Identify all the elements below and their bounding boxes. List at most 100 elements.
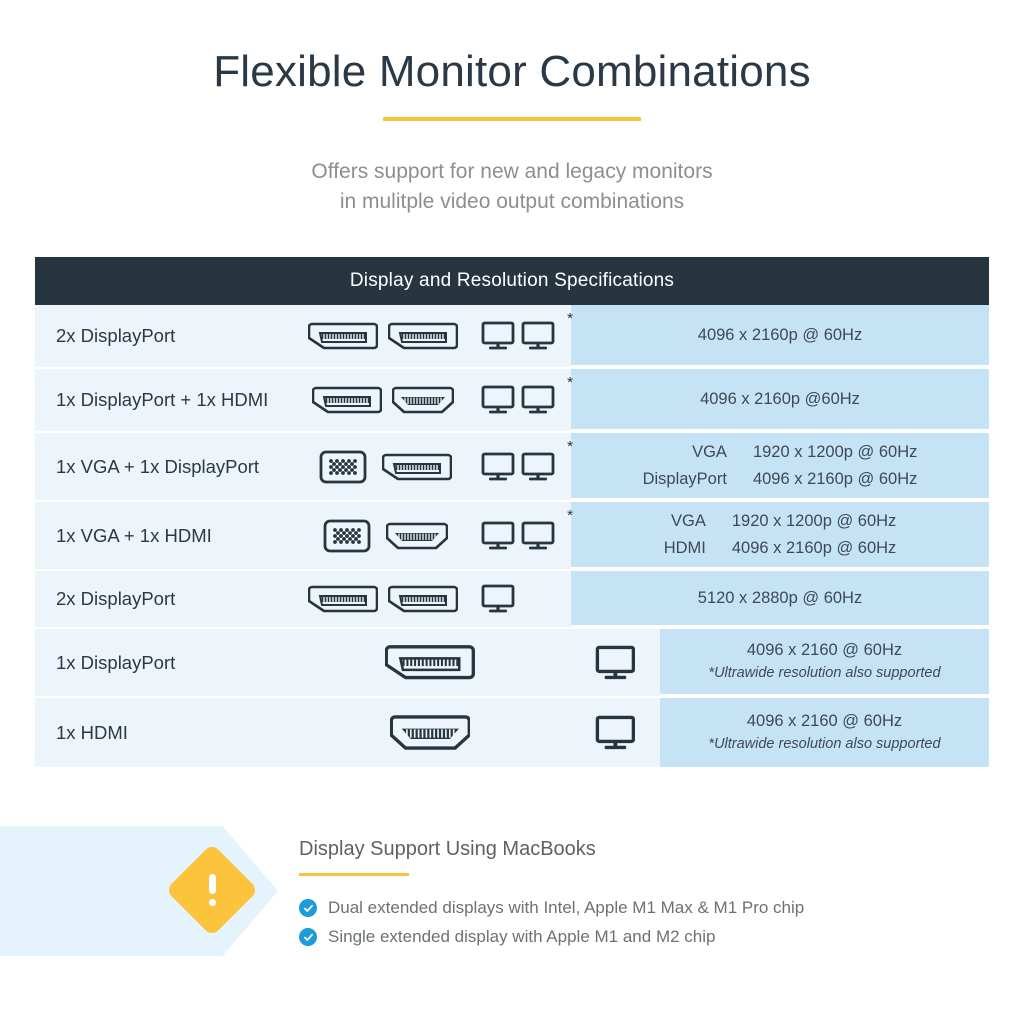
table-row: 1x HDMI 4096 x 2160 @ 60Hz*Ultrawide res… — [35, 698, 989, 767]
hdmi-icon — [391, 386, 454, 414]
list-item: Single extended display with Apple M1 an… — [299, 927, 804, 947]
row-connector-icons — [290, 698, 570, 767]
vga-icon — [323, 519, 370, 552]
table-body: 2x DisplayPort * 4096 x 2160p @ 60Hz 1x Di… — [35, 305, 989, 767]
resolution-value: 5120 x 2880p @ 60Hz — [697, 588, 863, 607]
resolution-value: 4096 x 2160 @ 60Hz — [746, 641, 903, 660]
resolution-value: 4096 x 2160 @ 60Hz — [746, 712, 903, 731]
hero-section: Flexible Monitor Combinations Offers sup… — [0, 0, 1024, 218]
displayport-icon — [381, 453, 452, 480]
displayport-icon — [387, 322, 458, 350]
warning-exclamation-icon — [179, 857, 245, 923]
row-monitor-icons: * — [475, 369, 573, 431]
displayport-icon — [311, 386, 382, 414]
displayport-icon — [307, 585, 378, 613]
hdmi-icon — [385, 522, 448, 549]
table-row: 1x DisplayPort 4096 x 2160 @ 60Hz *Ultraw… — [35, 629, 989, 698]
exclamation-dot — [208, 899, 216, 906]
callout-underline — [299, 873, 409, 876]
row-resolution-cell: 4096 x 2160 @ 60Hz *Ultrawide resolution … — [660, 629, 989, 696]
monitor-icon — [595, 715, 635, 749]
row-resolution-cell: VGA HDMI 1920 x 1200p @ 60Hz 4096 x 2160p @… — [571, 502, 989, 569]
subtitle-line-1: Offers support for new and legacy monito… — [311, 159, 713, 183]
row-connector-icons — [290, 369, 475, 431]
callout-bullet-list: Dual extended displays with Intel, Apple… — [299, 898, 804, 947]
row-resolution-cell: VGA DisplayPort 1920 x 1200p @ 60Hz 4096 x … — [571, 433, 989, 500]
monitor-icon — [521, 452, 555, 480]
monitor-icon — [481, 521, 515, 549]
monitor-icon — [481, 452, 515, 480]
title-underline — [383, 116, 641, 121]
table-header: Display and Resolution Specifications — [35, 257, 989, 305]
table-row: 2x DisplayPort * 4096 x 2160p @ 60Hz — [35, 305, 989, 369]
row-resolution-cell: 4096 x 2160p @ 60Hz — [571, 305, 989, 367]
row-monitor-icons — [570, 629, 660, 696]
callout-body: Display Support Using MacBooks Dual exte… — [299, 838, 804, 947]
resolution-value: 4096 x 2160p @ 60Hz — [697, 325, 863, 344]
check-icon — [299, 928, 317, 946]
row-combination-label: 2x DisplayPort — [56, 588, 176, 609]
displayport-icon — [387, 585, 458, 613]
table-row: 1x VGA + 1x HDMI * VGA HDMI 1920 x 1200p @ … — [35, 502, 989, 571]
asterisk-marker: * — [567, 374, 573, 391]
list-item-label: Single extended display with Apple M1 an… — [328, 927, 716, 946]
resolution-value: 4096 x 2160p @ 60Hz — [731, 538, 897, 557]
resolution-value: 4096 x 2160p @ 60Hz — [752, 469, 918, 488]
macbook-callout: Display Support Using MacBooks Dual exte… — [0, 826, 1024, 962]
monitor-icon — [521, 385, 555, 414]
resolution-source-label: HDMI — [663, 538, 706, 557]
row-combination-label: 1x DisplayPort + 1x HDMI — [56, 389, 269, 410]
spec-table: Display and Resolution Specifications 2x… — [35, 257, 989, 767]
hdmi-icon — [389, 715, 471, 750]
subtitle-line-2: in mulitple video output combinations — [339, 190, 685, 214]
table-row: 1x VGA + 1x DisplayPort * VGA DisplayPort 1… — [35, 433, 989, 502]
page-subtitle: Offers support for new and legacy monito… — [0, 157, 1024, 218]
row-monitor-icons: * — [475, 433, 573, 500]
row-connector-icons — [290, 433, 475, 500]
resolution-note: *Ultrawide resolution also supported — [708, 665, 941, 681]
row-monitor-icons — [570, 698, 660, 767]
row-combination-label: 1x VGA + 1x HDMI — [56, 524, 212, 546]
resolution-value: 4096 x 2160p @60Hz — [700, 389, 860, 408]
row-monitor-icons — [475, 571, 571, 627]
row-resolution-cell: 5120 x 2880p @ 60Hz — [571, 571, 989, 627]
page-title: Flexible Monitor Combinations — [213, 47, 811, 96]
row-connector-icons — [290, 571, 475, 627]
row-monitor-icons: * — [475, 502, 573, 569]
row-combination-label: 2x DisplayPort — [56, 325, 176, 346]
row-combination-label: 1x VGA + 1x DisplayPort — [56, 455, 260, 477]
asterisk-marker: * — [567, 438, 573, 455]
row-connector-icons — [290, 502, 475, 569]
row-connector-icons — [290, 305, 475, 367]
row-connector-icons — [290, 629, 570, 696]
resolution-value: 1920 x 1200p @ 60Hz — [731, 512, 897, 531]
row-resolution-cell: 4096 x 2160p @60Hz — [571, 369, 989, 431]
callout-title: Display Support Using MacBooks — [299, 838, 596, 860]
asterisk-marker: * — [567, 507, 573, 524]
resolution-note: *Ultrawide resolution also supported — [708, 736, 941, 752]
displayport-icon — [385, 645, 475, 680]
list-item: Dual extended displays with Intel, Apple… — [299, 898, 804, 918]
exclamation-bar — [208, 874, 216, 894]
row-monitor-icons: * — [475, 305, 573, 367]
resolution-source-label: VGA — [671, 512, 706, 531]
resolution-source-label: VGA — [692, 443, 727, 462]
resolution-value: 1920 x 1200p @ 60Hz — [752, 443, 918, 462]
monitor-icon — [521, 321, 555, 350]
monitor-icon — [595, 645, 635, 679]
asterisk-marker: * — [567, 310, 573, 327]
list-item-label: Dual extended displays with Intel, Apple… — [328, 898, 805, 917]
table-row: 2x DisplayPort 5120 x 2880p @ 60Hz — [35, 571, 989, 629]
monitor-icon — [521, 521, 555, 549]
vga-icon — [319, 450, 366, 483]
monitor-icon — [481, 321, 515, 350]
table-row: 1x DisplayPort + 1x HDMI * 4096 x 2160p @… — [35, 369, 989, 433]
check-icon — [299, 899, 317, 917]
row-resolution-cell: 4096 x 2160 @ 60Hz *Ultrawide resolution … — [660, 698, 989, 767]
monitor-icon — [481, 584, 515, 613]
displayport-icon — [307, 322, 378, 350]
resolution-source-label: DisplayPort — [642, 469, 727, 488]
monitor-icon — [481, 385, 515, 414]
row-combination-label: 1x DisplayPort — [56, 651, 176, 673]
